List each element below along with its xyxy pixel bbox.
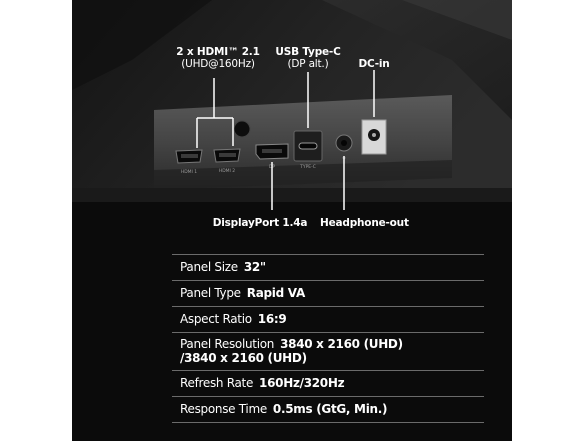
spec-row-response-time: Response Time 0.5ms (GtG, Min.) [172,397,484,423]
print-hdmi1: HDMI 1 [181,169,197,175]
monitor-io-illustration: ⚭ HDMI 1 HDMI 2 DP TYPE-C [72,0,512,210]
spec-value: 32" [243,260,266,274]
spec-value: 16:9 [257,312,287,326]
spec-key: Panel Size [180,260,238,274]
dp-callout: DisplayPort 1.4a [212,217,308,229]
hdmi-label: 2 x HDMI™ 2.1 [176,46,260,58]
print-hdmi2: HDMI 2 [219,168,235,174]
headphone-callout: Headphone-out [320,217,409,229]
headphone-label: Headphone-out [320,217,409,229]
usbc-sublabel: (DP alt.) [287,58,329,70]
dp-label: DisplayPort 1.4a [212,217,308,229]
spec-row-panel-type: Panel Type Rapid VA [172,281,484,307]
spec-value: 160Hz/320Hz [259,376,345,390]
product-panel: ⚭ HDMI 1 HDMI 2 DP TYPE-C 2 x HDMI™ 2.1 … [72,0,512,441]
callout-lines [196,70,375,210]
spec-key: Aspect Ratio [180,312,252,326]
spec-value-line2: /3840 x 2160 (UHD) [180,351,307,365]
spec-value: Rapid VA [246,286,305,300]
hdmi-port-2 [213,148,241,163]
usbc-label: USB Type-C [275,46,341,58]
spec-value: 3840 x 2160 (UHD) [280,337,403,351]
usb-c-port [293,130,323,162]
spec-key: Panel Resolution [180,337,275,351]
spec-key: Panel Type [180,286,241,300]
hdmi-callout: 2 x HDMI™ 2.1 (UHD@160Hz) [168,46,268,70]
spec-table: Panel Size 32" Panel Type Rapid VA Aspect … [172,254,484,423]
spec-row-panel-size: Panel Size 32" [172,254,484,281]
spec-row-aspect-ratio: Aspect Ratio 16:9 [172,307,484,333]
hdmi-port-1 [175,149,203,164]
spec-key: Response Time [180,402,267,416]
usbc-callout: USB Type-C (DP alt.) [270,46,346,70]
spec-value: 0.5ms (GtG, Min.) [272,402,388,416]
screw-hole [233,120,251,138]
hdmi-sublabel: (UHD@160Hz) [181,58,255,70]
dcin-label: DC-in [358,58,390,70]
displayport-port [255,143,289,160]
print-typec: TYPE-C [299,164,316,170]
dc-in-port [361,119,387,155]
dcin-callout: DC-in [356,58,392,70]
spec-key: Refresh Rate [180,376,254,390]
spec-row-refresh-rate: Refresh Rate 160Hz/320Hz [172,371,484,397]
spec-row-panel-resolution: Panel Resolution 3840 x 2160 (UHD) /3840 … [172,333,484,371]
